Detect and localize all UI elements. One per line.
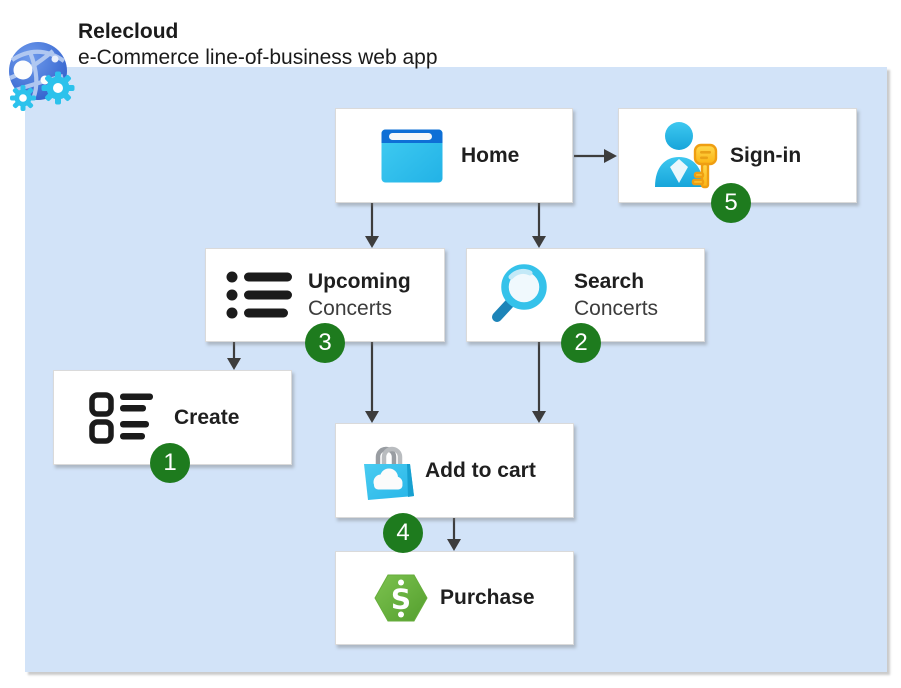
diagram-subtitle: e-Commerce line-of-business web app [78, 46, 438, 69]
node-sublabel: Concerts [574, 296, 659, 320]
step-badge-create: 1 [150, 443, 190, 483]
node-label: Sign-in [730, 143, 802, 167]
shopping-bag-cloud-icon [361, 440, 417, 502]
node-label: Create [174, 405, 240, 429]
node-label: Upcoming [308, 269, 411, 293]
magnifier-icon [484, 261, 552, 329]
bullet-list-icon [226, 269, 294, 321]
node-create: Create [53, 370, 292, 465]
node-sublabel: Concerts [308, 296, 393, 320]
node-purchase: S Purchase [335, 551, 574, 645]
node-add-to-cart: Add to cart [335, 423, 574, 518]
node-label: Purchase [440, 586, 535, 609]
diagram-title: Relecloud [78, 20, 179, 43]
step-badge-add-to-cart: 4 [383, 513, 423, 553]
node-label: Home [461, 143, 520, 167]
node-label: Add to cart [425, 458, 536, 482]
svg-text:S: S [391, 583, 411, 616]
step-badge-search: 2 [561, 323, 601, 363]
globe-gears-icon [8, 42, 78, 118]
dollar-hexagon-icon: S [374, 571, 428, 625]
browser-window-icon [381, 129, 443, 183]
node-search-concerts: Search Concerts [466, 248, 705, 342]
form-list-icon [89, 391, 155, 444]
node-home: Home [335, 108, 573, 203]
user-key-icon [652, 121, 718, 191]
step-badge-upcoming: 3 [305, 323, 345, 363]
step-badge-signin: 5 [711, 183, 751, 223]
node-label: Search [574, 269, 645, 293]
